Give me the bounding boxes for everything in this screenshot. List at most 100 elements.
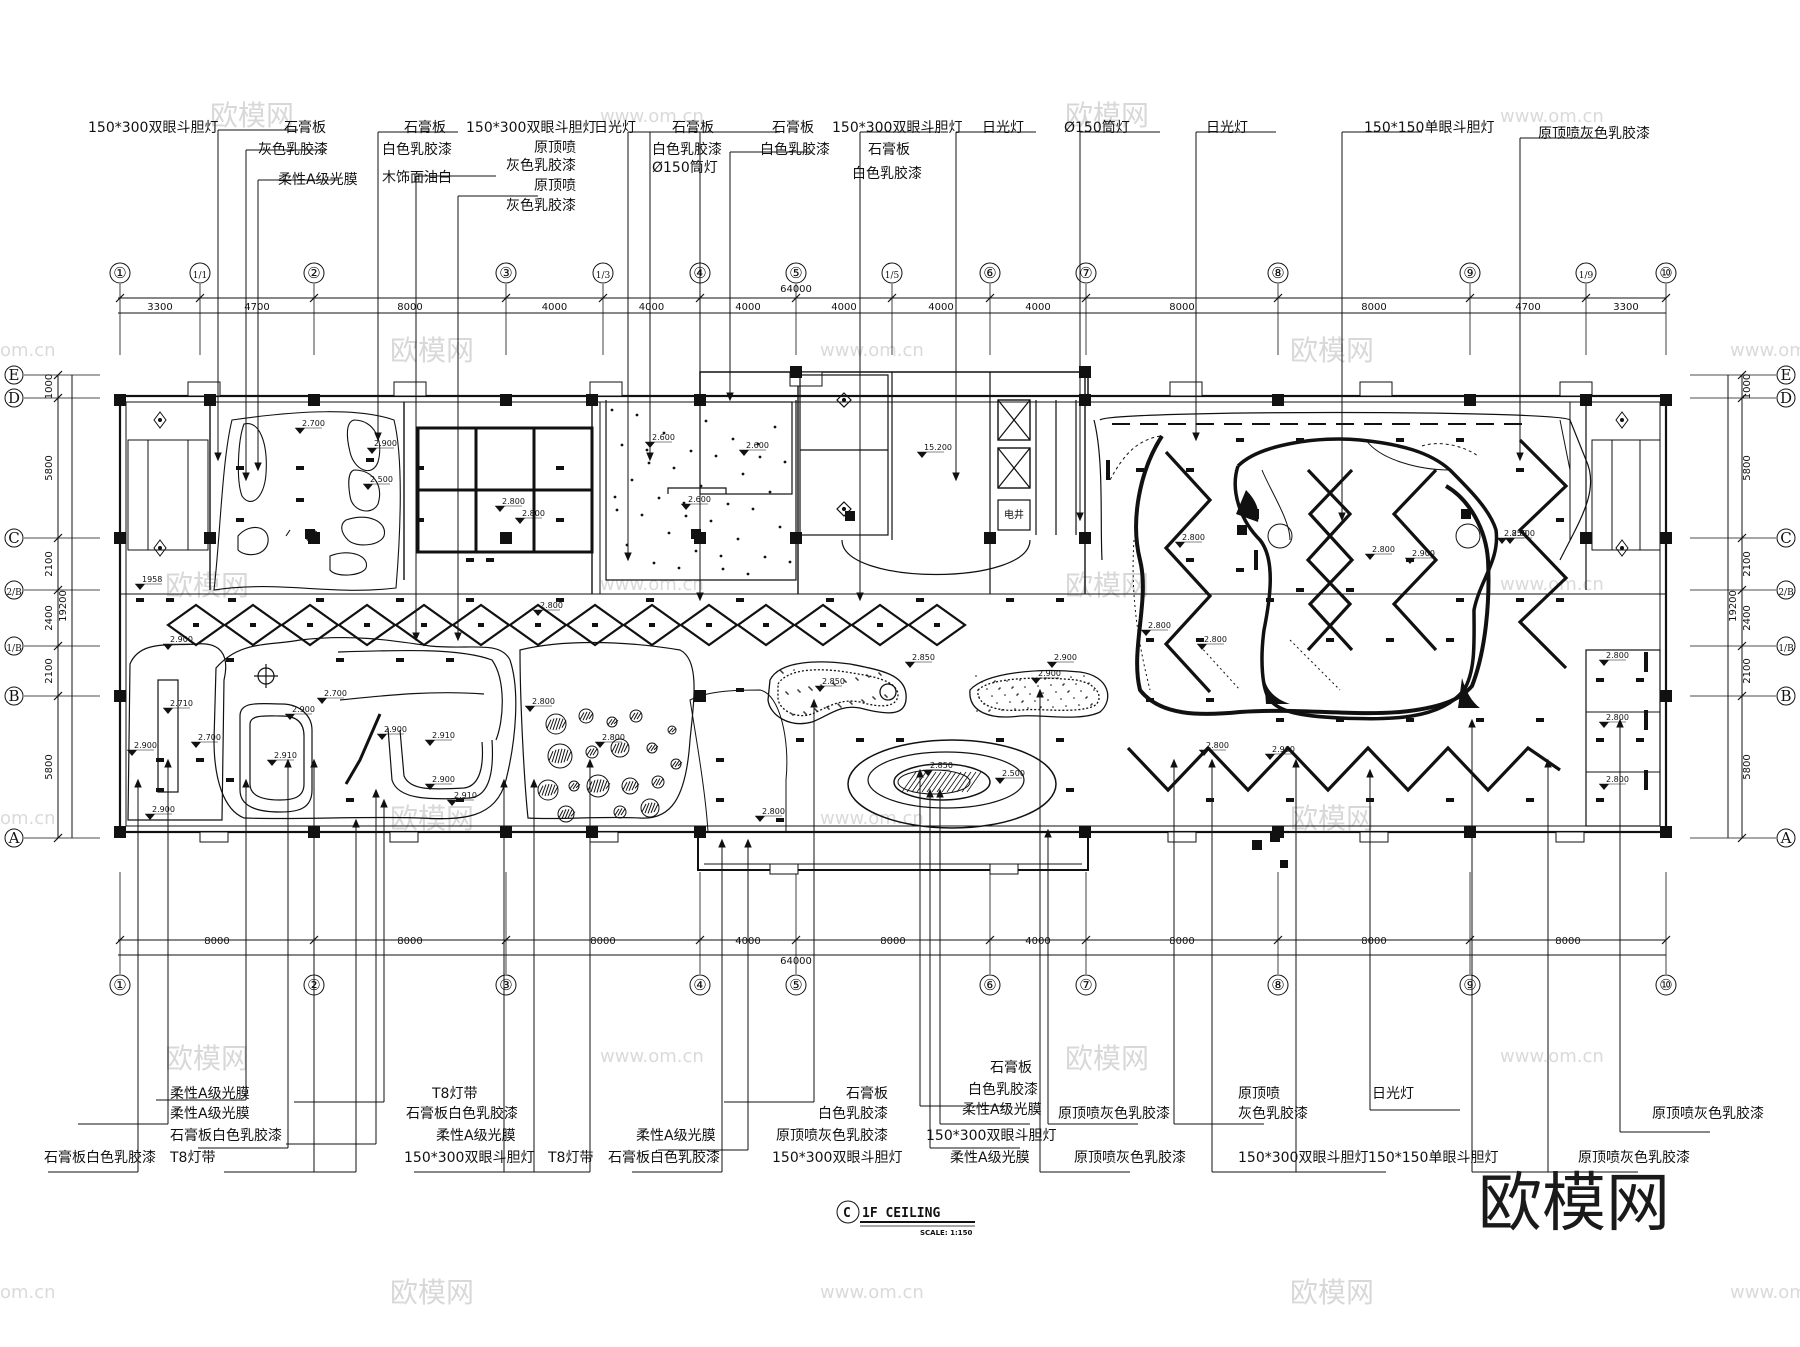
light-fixture bbox=[1056, 598, 1064, 602]
axis-label: ⑧ bbox=[1271, 264, 1284, 282]
light-fixture bbox=[1186, 468, 1194, 472]
leader-arrow bbox=[380, 798, 388, 808]
dimension-value: 5800 bbox=[44, 754, 55, 779]
dot bbox=[834, 684, 836, 686]
dot bbox=[798, 690, 800, 692]
elevation-value: 2.910 bbox=[454, 791, 477, 800]
light-fixture bbox=[346, 798, 354, 802]
dimension-value: 3300 bbox=[1613, 302, 1638, 313]
annotation-label: 原顶喷灰色乳胶漆 bbox=[1652, 1105, 1764, 1122]
annotation-label: 150*300双眼斗胆灯 bbox=[404, 1150, 534, 1166]
leader-arrow bbox=[810, 698, 818, 708]
dimension-value: 4000 bbox=[831, 302, 856, 313]
light-fixture bbox=[156, 788, 164, 792]
dot bbox=[1004, 694, 1006, 696]
dimension-value: 5800 bbox=[44, 455, 55, 480]
leader-arrow bbox=[1208, 758, 1216, 768]
axis-bubble: ⑨ bbox=[1459, 974, 1481, 996]
dot bbox=[613, 495, 617, 499]
column bbox=[1079, 394, 1091, 406]
annotation-label: 白色乳胶漆 bbox=[382, 141, 452, 158]
dimension-value: 8000 bbox=[204, 936, 229, 947]
dot bbox=[672, 466, 676, 470]
axis-bubble: B bbox=[4, 686, 24, 706]
annotation-label: 柔性A级光膜 bbox=[278, 172, 358, 188]
elevation-value: 2.800 bbox=[602, 733, 625, 742]
square-fixture bbox=[1249, 509, 1259, 519]
mid-islands bbox=[767, 661, 1109, 829]
light-film-ceiling bbox=[213, 411, 401, 591]
elevation-marker: 2.800 bbox=[1599, 713, 1629, 728]
axis-bubble: ② bbox=[303, 262, 325, 284]
dot bbox=[998, 688, 1000, 690]
watermark: 欧模网 bbox=[1290, 334, 1374, 367]
annotation-label: 柔性A级光膜 bbox=[950, 1150, 1030, 1166]
leader-arrow bbox=[936, 788, 944, 798]
fixture bbox=[364, 623, 370, 627]
elevation-value: 2.600 bbox=[688, 495, 711, 504]
watermark: 欧模网 bbox=[1065, 1042, 1149, 1075]
annotation-label: 日光灯 bbox=[1206, 120, 1248, 136]
circle-panel bbox=[651, 775, 665, 789]
dot bbox=[832, 682, 834, 684]
drawing-scale: SCALE: 1:150 bbox=[920, 1229, 972, 1237]
hatch-line bbox=[956, 771, 972, 793]
dot bbox=[704, 419, 708, 423]
light-fixture bbox=[296, 498, 304, 502]
right-feature-ceiling bbox=[1093, 411, 1592, 721]
dimension-value: 4000 bbox=[542, 302, 567, 313]
dot bbox=[872, 696, 874, 698]
elevation-value: 2.850 bbox=[930, 761, 953, 770]
dot bbox=[799, 691, 801, 693]
annotation-label: 原顶喷灰色乳胶漆 bbox=[1578, 1149, 1690, 1166]
dimension-value: 8000 bbox=[590, 936, 615, 947]
fluorescent-light bbox=[1644, 770, 1648, 790]
dot bbox=[1060, 698, 1062, 700]
light-fixture bbox=[486, 558, 494, 562]
annotation-label: 柔性A级光膜 bbox=[962, 1102, 1042, 1118]
dot bbox=[856, 678, 858, 680]
dimension-value: 4000 bbox=[639, 302, 664, 313]
axis-bubble: ③ bbox=[495, 974, 517, 996]
light-fixture bbox=[1146, 638, 1154, 642]
dot bbox=[793, 669, 795, 671]
circle-panel bbox=[640, 798, 660, 818]
dot bbox=[694, 549, 698, 553]
annotation-label: 原顶喷 bbox=[1238, 1086, 1280, 1102]
watermark: 欧模网 bbox=[210, 99, 294, 132]
leader-arrow bbox=[454, 632, 462, 642]
annotation-labels-bottom: 柔性A级光膜柔性A级光膜石膏板白色乳胶漆T8灯带石膏板白色乳胶漆T8灯带石膏板白… bbox=[44, 1059, 1764, 1166]
dot bbox=[719, 554, 723, 558]
hatch-line bbox=[936, 771, 952, 793]
leader-arrow bbox=[1338, 512, 1346, 522]
light-fixture bbox=[1276, 718, 1284, 722]
dot bbox=[1050, 684, 1052, 686]
circle-panel bbox=[547, 743, 573, 769]
axis-label: E bbox=[9, 366, 20, 384]
elevation-value: 2.910 bbox=[432, 731, 455, 740]
dot bbox=[726, 502, 730, 506]
fixture bbox=[478, 623, 484, 627]
light-fixture bbox=[1536, 718, 1544, 722]
watermark: 欧模网 bbox=[165, 569, 249, 602]
column bbox=[308, 394, 320, 406]
column bbox=[1580, 532, 1592, 544]
watermark: www.om.cn bbox=[600, 1046, 704, 1067]
axis-bubble: 1/3 bbox=[592, 262, 614, 284]
diamond-ceiling-band bbox=[166, 603, 967, 647]
leader-arrow bbox=[284, 758, 292, 768]
fixture bbox=[250, 623, 256, 627]
elevation-marker: 2.900 bbox=[367, 439, 397, 454]
axis-label: 1/B bbox=[1778, 644, 1794, 654]
column bbox=[1660, 532, 1672, 544]
light-fixture bbox=[1326, 638, 1334, 642]
dot bbox=[785, 691, 787, 693]
elevation-value: 2.710 bbox=[170, 699, 193, 708]
axis-bubble: 1/5 bbox=[881, 262, 903, 284]
dimension-value: 8000 bbox=[1169, 936, 1194, 947]
column bbox=[984, 532, 996, 544]
dot bbox=[635, 413, 639, 417]
light-fixture bbox=[1456, 438, 1464, 442]
dimension-value: 8000 bbox=[1555, 936, 1580, 947]
leader-arrow bbox=[242, 778, 250, 788]
